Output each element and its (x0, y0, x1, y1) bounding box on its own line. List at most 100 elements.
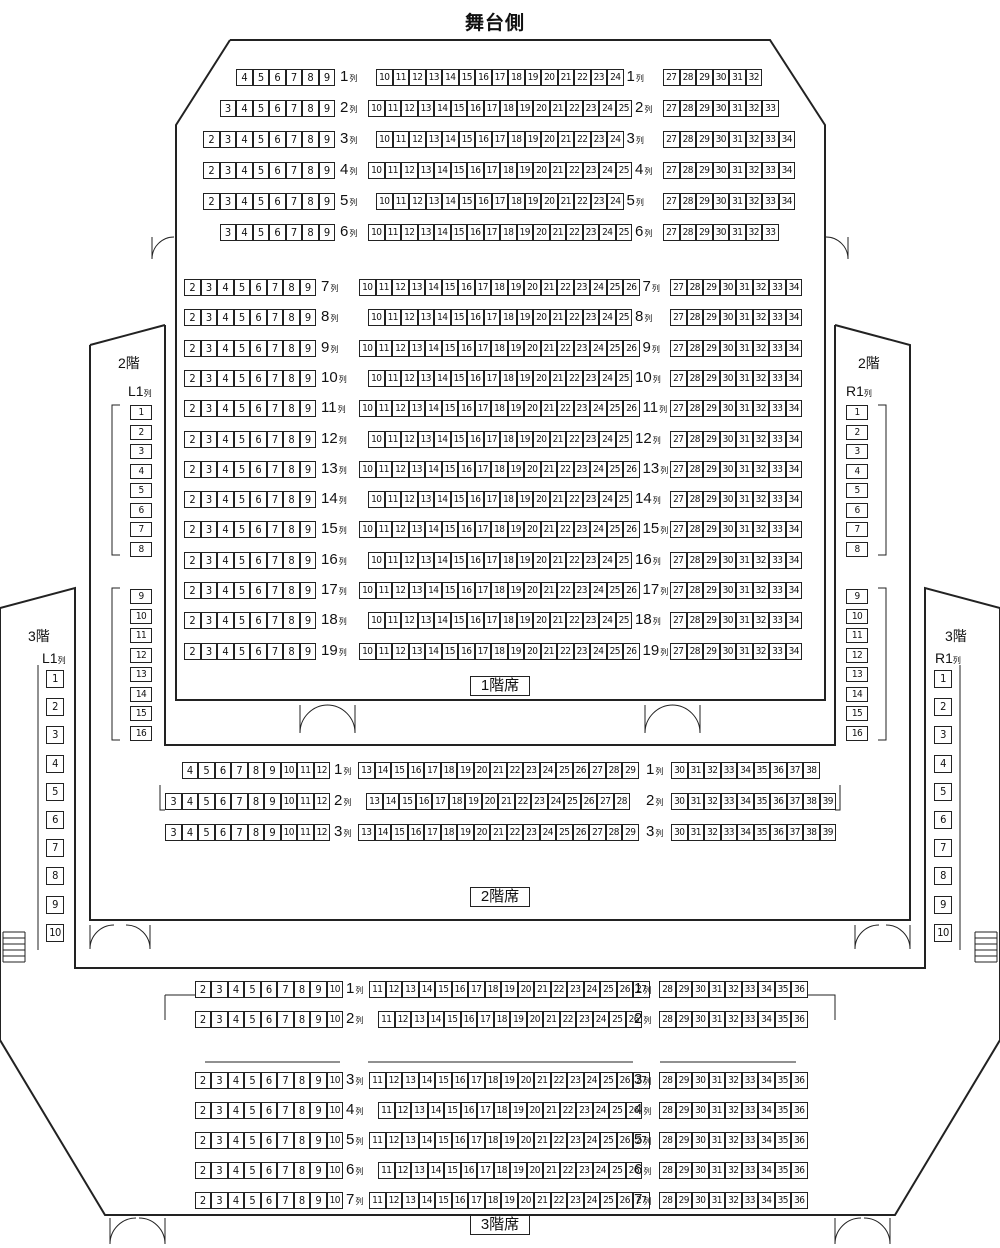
f1-row10-seat-9[interactable]: 9 (299, 369, 316, 387)
f1-row10-seat-27[interactable]: 27 (670, 369, 687, 387)
f1-row7-seat-16[interactable]: 16 (458, 279, 475, 296)
f1-row8-seat-14[interactable]: 14 (434, 309, 451, 327)
f3-row7-seat-36[interactable]: 36 (791, 1192, 808, 1209)
f1-row8-seat-4[interactable]: 4 (217, 309, 234, 327)
f3-row3-seat-36[interactable]: 36 (791, 1072, 808, 1089)
f1-row9-seat-14[interactable]: 14 (425, 339, 442, 357)
f1-row17-seat-27[interactable]: 27 (670, 582, 687, 599)
f1-row7-seat-34[interactable]: 34 (785, 279, 802, 296)
f1-row6-seat-24[interactable]: 24 (599, 224, 616, 241)
f1-row5-seat-30[interactable]: 30 (712, 193, 729, 210)
f1-row6-seat-11[interactable]: 11 (384, 224, 401, 241)
f3-row3-seat-25[interactable]: 25 (600, 1072, 617, 1089)
f1-row18-seat-8[interactable]: 8 (283, 612, 300, 630)
f1-row5-seat-12[interactable]: 12 (409, 193, 426, 210)
box3-right-seat-9[interactable]: 9 (934, 895, 952, 914)
f1-row11-seat-26[interactable]: 26 (623, 400, 640, 418)
f3-row5-seat-18[interactable]: 18 (484, 1132, 501, 1149)
f2-row3-seat-20[interactable]: 20 (473, 824, 490, 841)
f1-row2-seat-6[interactable]: 6 (269, 100, 286, 117)
f1-row14-seat-10[interactable]: 10 (368, 491, 385, 509)
f2-row2-seat-3[interactable]: 3 (165, 793, 182, 810)
f2-row2-seat-38[interactable]: 38 (803, 793, 820, 810)
f1-row19-seat-24[interactable]: 24 (590, 642, 607, 660)
box3-right-seat-1[interactable]: 1 (934, 670, 952, 688)
f1-row5-seat-6[interactable]: 6 (269, 193, 286, 210)
f3-row2-seat-30[interactable]: 30 (692, 1010, 709, 1028)
f2-row3-seat-22[interactable]: 22 (506, 824, 523, 841)
f3-row4-seat-23[interactable]: 23 (576, 1102, 593, 1119)
box2-right-seat-8[interactable]: 8 (846, 541, 868, 557)
f3-row4-seat-22[interactable]: 22 (559, 1102, 576, 1119)
f1-row8-seat-34[interactable]: 34 (785, 309, 802, 327)
f1-row16-seat-8[interactable]: 8 (283, 551, 300, 569)
f1-row4-seat-30[interactable]: 30 (712, 162, 729, 179)
f3-row4-seat-5[interactable]: 5 (244, 1102, 261, 1119)
f1-row16-seat-33[interactable]: 33 (769, 551, 786, 569)
f3-row2-seat-28[interactable]: 28 (659, 1010, 676, 1028)
f1-row13-seat-17[interactable]: 17 (474, 460, 491, 478)
f1-row16-seat-2[interactable]: 2 (184, 551, 201, 569)
f1-row10-seat-7[interactable]: 7 (266, 369, 283, 387)
f3-row3-seat-18[interactable]: 18 (484, 1072, 501, 1089)
f3-row5-seat-12[interactable]: 12 (385, 1132, 402, 1149)
f1-row13-seat-28[interactable]: 28 (686, 460, 703, 478)
f1-row2-seat-17[interactable]: 17 (483, 100, 500, 117)
f1-row3-seat-11[interactable]: 11 (392, 131, 409, 148)
box2-right-seat-4[interactable]: 4 (846, 463, 868, 479)
f2-row3-seat-14[interactable]: 14 (374, 824, 391, 841)
f1-row11-seat-29[interactable]: 29 (703, 400, 720, 418)
f1-row7-seat-10[interactable]: 10 (359, 279, 376, 296)
f1-row7-seat-31[interactable]: 31 (736, 279, 753, 296)
f2-row3-seat-4[interactable]: 4 (181, 824, 198, 841)
f1-row12-seat-18[interactable]: 18 (500, 430, 517, 448)
f3-row7-seat-33[interactable]: 33 (741, 1192, 758, 1209)
f1-row3-seat-29[interactable]: 29 (696, 131, 713, 148)
f1-row11-seat-28[interactable]: 28 (686, 400, 703, 418)
f1-row10-seat-13[interactable]: 13 (417, 369, 434, 387)
f1-row7-seat-18[interactable]: 18 (491, 279, 508, 296)
f2-row3-seat-6[interactable]: 6 (214, 824, 231, 841)
f2-row3-seat-10[interactable]: 10 (280, 824, 297, 841)
f1-row2-seat-4[interactable]: 4 (236, 100, 253, 117)
f3-row1-seat-19[interactable]: 19 (501, 981, 518, 998)
f1-row9-seat-25[interactable]: 25 (606, 339, 623, 357)
f1-row14-seat-23[interactable]: 23 (582, 491, 599, 509)
f1-row18-seat-3[interactable]: 3 (200, 612, 217, 630)
f3-row7-seat-17[interactable]: 17 (468, 1192, 485, 1209)
f1-row7-seat-24[interactable]: 24 (590, 279, 607, 296)
f1-row19-seat-34[interactable]: 34 (785, 642, 802, 660)
f3-row4-seat-29[interactable]: 29 (675, 1102, 692, 1119)
f1-row9-seat-10[interactable]: 10 (359, 339, 376, 357)
f2-row1-seat-4[interactable]: 4 (181, 762, 198, 779)
f1-row9-seat-19[interactable]: 19 (507, 339, 524, 357)
f3-row7-seat-35[interactable]: 35 (774, 1192, 791, 1209)
f3-row2-seat-20[interactable]: 20 (526, 1010, 543, 1028)
f1-row1-seat-19[interactable]: 19 (524, 69, 541, 86)
f1-row13-seat-29[interactable]: 29 (703, 460, 720, 478)
f1-row4-seat-4[interactable]: 4 (236, 162, 253, 179)
f1-row15-seat-4[interactable]: 4 (217, 521, 234, 539)
f2-row3-seat-5[interactable]: 5 (198, 824, 215, 841)
f1-row14-seat-22[interactable]: 22 (566, 491, 583, 509)
f1-row19-seat-32[interactable]: 32 (752, 642, 769, 660)
f1-row9-seat-13[interactable]: 13 (408, 339, 425, 357)
f2-row3-seat-23[interactable]: 23 (523, 824, 540, 841)
f1-row15-seat-14[interactable]: 14 (425, 521, 442, 539)
f3-row2-seat-9[interactable]: 9 (310, 1010, 327, 1028)
f1-row14-seat-9[interactable]: 9 (299, 491, 316, 509)
f1-row12-seat-30[interactable]: 30 (719, 430, 736, 448)
f1-row13-seat-24[interactable]: 24 (590, 460, 607, 478)
f1-row8-seat-9[interactable]: 9 (299, 309, 316, 327)
f2-row2-seat-19[interactable]: 19 (465, 793, 482, 810)
f1-row17-seat-34[interactable]: 34 (785, 582, 802, 599)
f2-row3-seat-29[interactable]: 29 (622, 824, 639, 841)
f1-row9-seat-29[interactable]: 29 (703, 339, 720, 357)
f1-row6-seat-17[interactable]: 17 (483, 224, 500, 241)
f3-row3-seat-28[interactable]: 28 (659, 1072, 676, 1089)
f3-row1-seat-9[interactable]: 9 (310, 981, 327, 998)
f1-row12-seat-17[interactable]: 17 (483, 430, 500, 448)
f1-row9-seat-31[interactable]: 31 (736, 339, 753, 357)
f1-row2-seat-7[interactable]: 7 (285, 100, 302, 117)
f1-row2-seat-3[interactable]: 3 (219, 100, 236, 117)
